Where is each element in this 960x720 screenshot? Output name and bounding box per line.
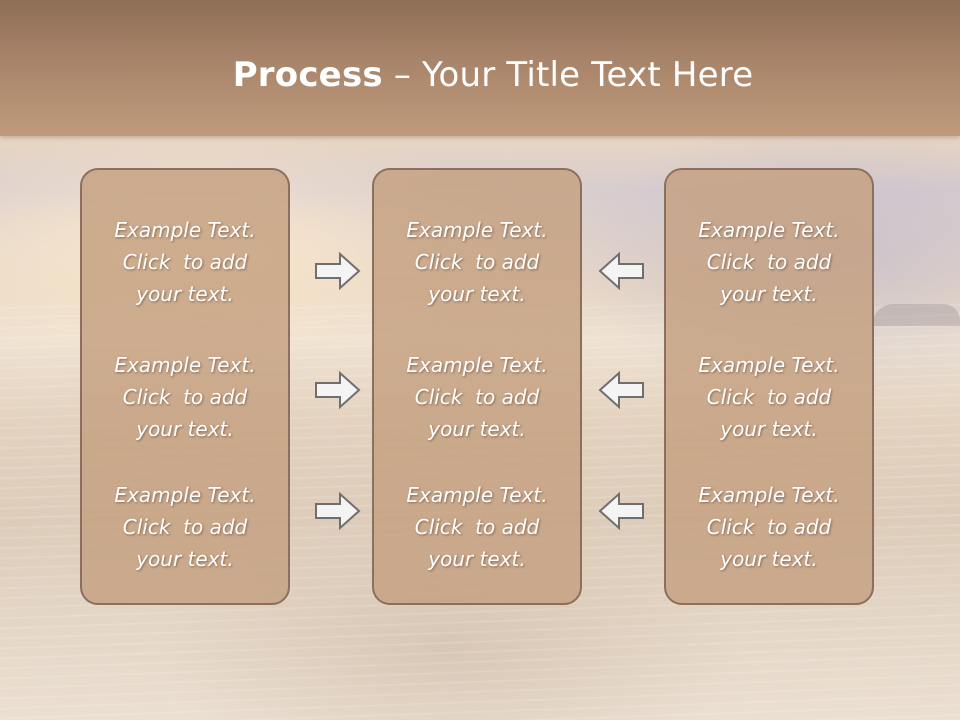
process-box-right[interactable]: Example Text. Click to add your text. Ex… [664, 168, 874, 605]
text-block[interactable]: Example Text. Click to add your text. [666, 479, 872, 575]
text-line: Click to add [122, 515, 248, 539]
text-block[interactable]: Example Text. Click to add your text. [666, 349, 872, 445]
distant-island [872, 304, 960, 326]
text-line: your text. [720, 417, 818, 441]
text-line: your text. [720, 547, 818, 571]
text-line: Example Text. [698, 218, 840, 242]
text-line: Example Text. [406, 218, 548, 242]
text-line: your text. [136, 547, 234, 571]
arrow-left-icon [598, 251, 644, 291]
text-line: Click to add [706, 250, 832, 274]
text-line: your text. [136, 417, 234, 441]
text-line: your text. [720, 282, 818, 306]
text-line: your text. [136, 282, 234, 306]
slide-title[interactable]: Process – Your Title Text Here [0, 52, 960, 98]
text-line: Example Text. [114, 218, 256, 242]
text-line: Example Text. [114, 353, 256, 377]
text-line: your text. [428, 282, 526, 306]
text-line: Example Text. [114, 483, 256, 507]
text-line: Example Text. [406, 483, 548, 507]
text-line: your text. [428, 547, 526, 571]
arrow-left-icon [598, 491, 644, 531]
text-block[interactable]: Example Text. Click to add your text. [666, 214, 872, 310]
text-block[interactable]: Example Text. Click to add your text. [82, 479, 288, 575]
text-line: your text. [428, 417, 526, 441]
process-box-left[interactable]: Example Text. Click to add your text. Ex… [80, 168, 290, 605]
text-line: Click to add [414, 515, 540, 539]
text-line: Example Text. [698, 353, 840, 377]
process-box-center[interactable]: Example Text. Click to add your text. Ex… [372, 168, 582, 605]
text-block[interactable]: Example Text. Click to add your text. [374, 479, 580, 575]
arrow-left-icon [598, 370, 644, 410]
title-bold-text: Process [232, 55, 383, 95]
text-line: Example Text. [698, 483, 840, 507]
text-block[interactable]: Example Text. Click to add your text. [82, 214, 288, 310]
text-line: Example Text. [406, 353, 548, 377]
text-line: Click to add [706, 385, 832, 409]
text-line: Click to add [122, 250, 248, 274]
title-bar: Process – Your Title Text Here [0, 0, 960, 136]
text-block[interactable]: Example Text. Click to add your text. [82, 349, 288, 445]
arrow-right-icon [315, 491, 361, 531]
arrow-right-icon [315, 370, 361, 410]
text-line: Click to add [414, 250, 540, 274]
text-line: Click to add [122, 385, 248, 409]
text-block[interactable]: Example Text. Click to add your text. [374, 214, 580, 310]
text-block[interactable]: Example Text. Click to add your text. [374, 349, 580, 445]
text-line: Click to add [414, 385, 540, 409]
title-text: – Your Title Text Here [382, 55, 754, 95]
arrow-right-icon [315, 251, 361, 291]
text-line: Click to add [706, 515, 832, 539]
